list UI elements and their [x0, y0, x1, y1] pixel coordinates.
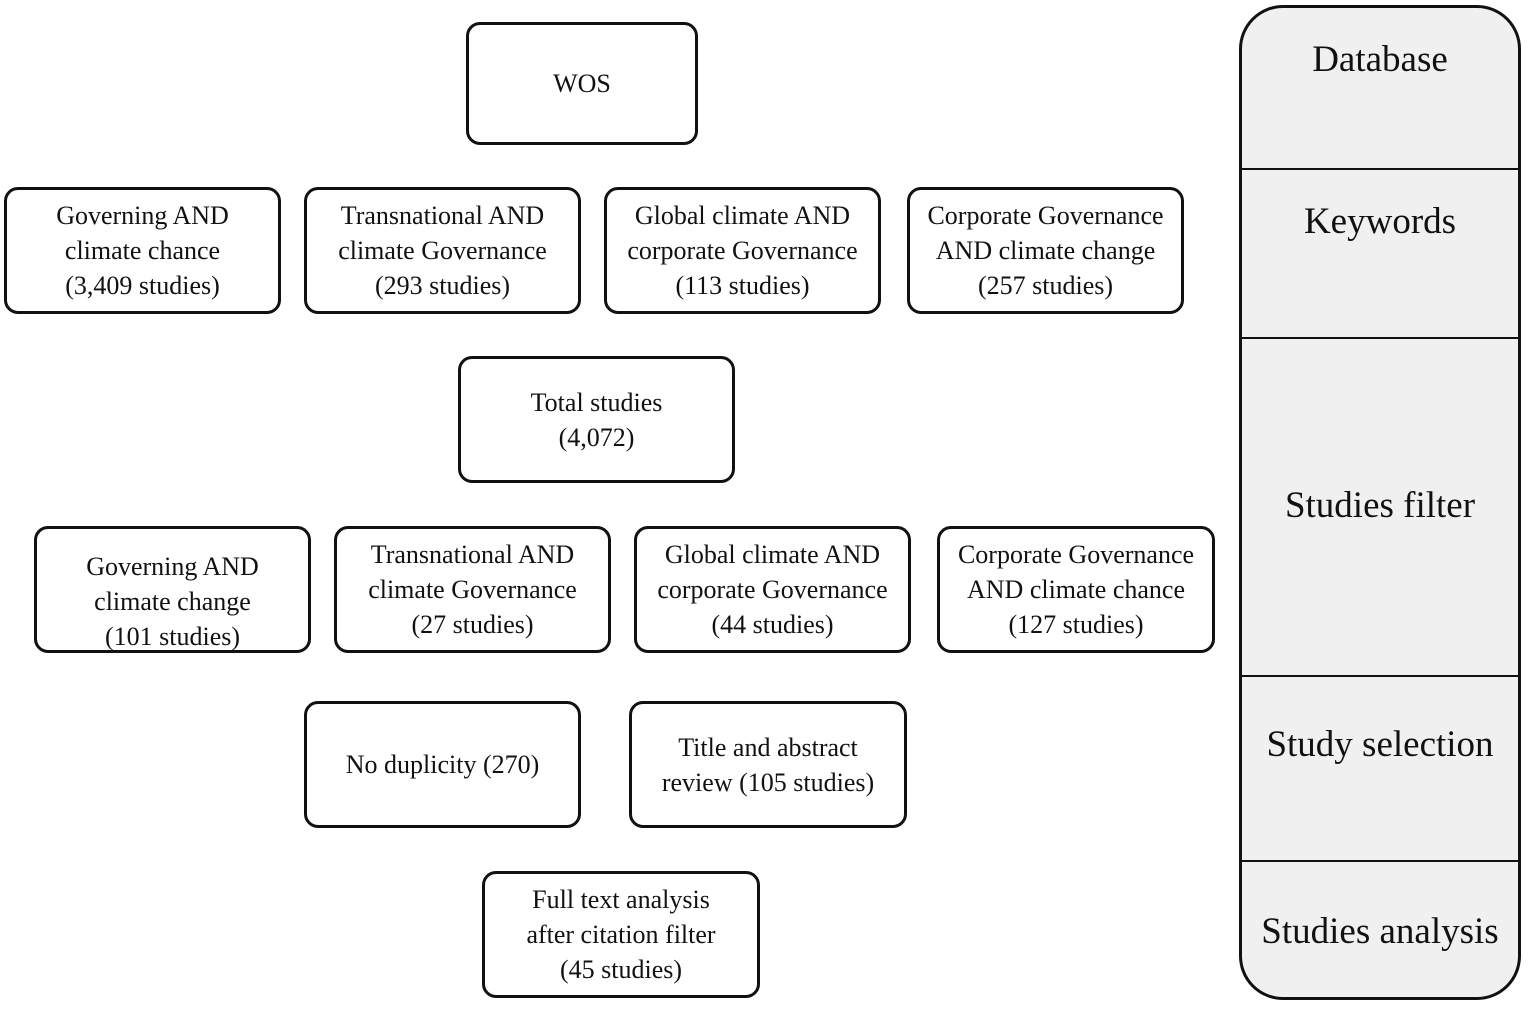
total-studies-label: Total studies (4,072) [530, 387, 663, 452]
stage-database-label: Database [1312, 39, 1448, 80]
keyword-box-transnational: Transnational AND climate Governance (29… [304, 187, 581, 314]
stage-study-selection-label: Study selection [1266, 724, 1494, 765]
filter-box-governing: Governing AND climate change (101 studie… [34, 526, 311, 653]
stage-column: Database Keywords Studies filter Study s… [1239, 5, 1521, 1000]
database-wos-box: WOS [466, 22, 698, 145]
filter-label: Global climate AND corporate Governance … [657, 540, 888, 639]
keyword-label: Global climate AND corporate Governance … [627, 201, 858, 300]
stage-keywords-label: Keywords [1303, 201, 1457, 242]
total-studies-box: Total studies (4,072) [458, 356, 735, 483]
keyword-box-global-climate: Global climate AND corporate Governance … [604, 187, 881, 314]
filter-box-transnational: Transnational AND climate Governance (27… [334, 526, 611, 653]
stage-keywords: Keywords [1242, 170, 1518, 339]
stage-database: Database [1242, 8, 1518, 170]
analysis-label: Full text analysis after citation filter… [526, 885, 716, 984]
filter-label: Corporate Governance AND climate chance … [957, 540, 1195, 639]
stage-study-selection: Study selection [1242, 677, 1518, 862]
stage-studies-filter-label: Studies filter [1284, 485, 1476, 526]
filter-box-corporate-governance: Corporate Governance AND climate chance … [937, 526, 1215, 653]
keyword-box-corporate-governance: Corporate Governance AND climate change … [907, 187, 1184, 314]
keyword-label: Transnational AND climate Governance (29… [338, 201, 547, 300]
selection-box-title-abstract: Title and abstract review (105 studies) [629, 701, 907, 828]
analysis-box-full-text: Full text analysis after citation filter… [482, 871, 760, 998]
keyword-box-governing: Governing AND climate chance (3,409 stud… [4, 187, 281, 314]
stage-studies-filter: Studies filter [1242, 339, 1518, 677]
stage-studies-analysis-label: Studies analysis [1261, 911, 1499, 952]
stage-studies-analysis: Studies analysis [1242, 862, 1518, 997]
selection-box-no-duplicity: No duplicity (270) [304, 701, 581, 828]
selection-label: No duplicity (270) [345, 750, 540, 779]
selection-label: Title and abstract review (105 studies) [661, 732, 875, 797]
keyword-label: Corporate Governance AND climate change … [927, 201, 1164, 300]
filter-box-global-climate: Global climate AND corporate Governance … [634, 526, 911, 653]
database-wos-label: WOS [553, 69, 611, 98]
filter-label: Transnational AND climate Governance (27… [368, 540, 577, 639]
filter-label: Governing AND climate change (101 studie… [86, 552, 259, 651]
keyword-label: Governing AND climate chance (3,409 stud… [56, 201, 229, 300]
